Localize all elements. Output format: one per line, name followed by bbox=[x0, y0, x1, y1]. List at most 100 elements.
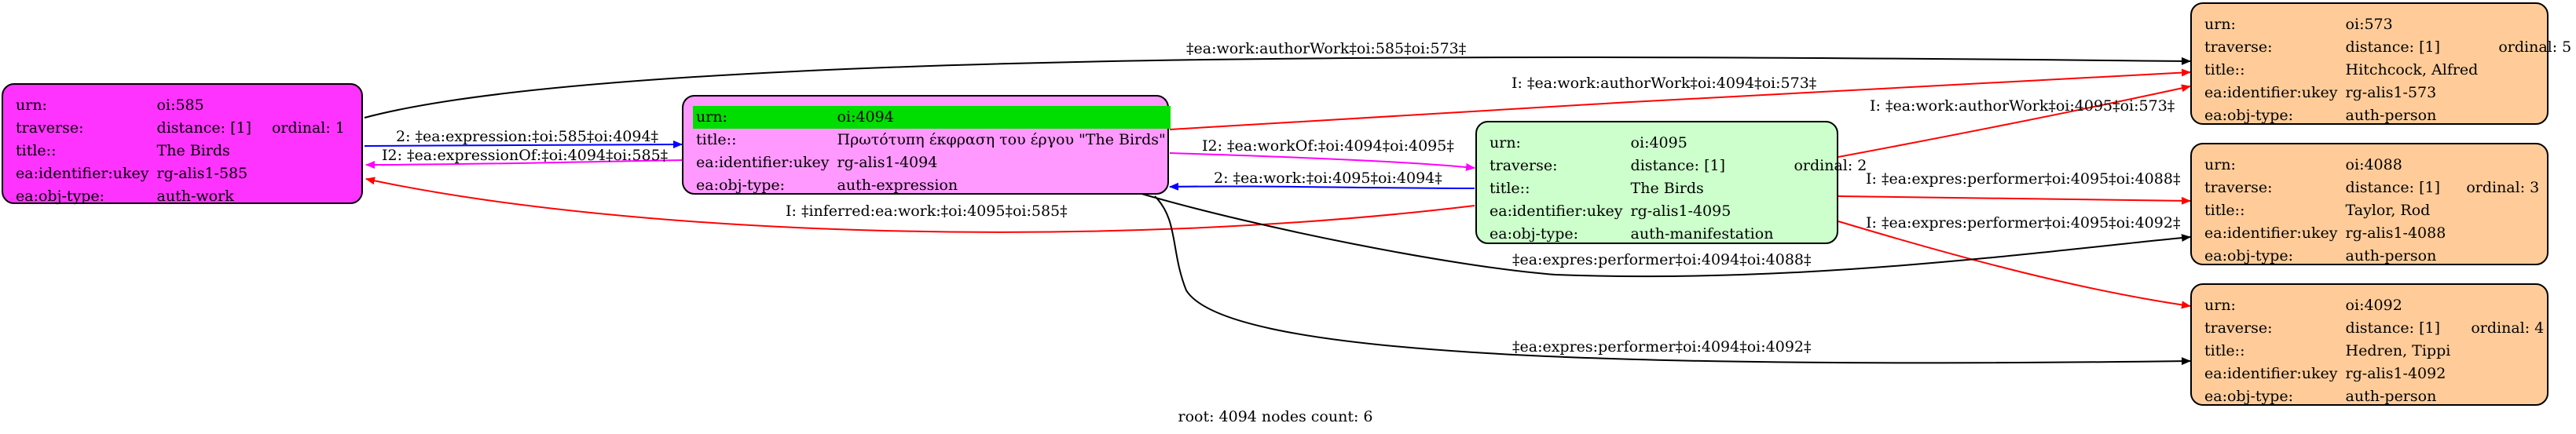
edge-4094-4088 bbox=[1138, 192, 2191, 278]
key-traverse: traverse: bbox=[2204, 38, 2273, 56]
edge-585-4094 bbox=[364, 140, 683, 149]
edge-label-585-573: ‡ea:work:authorWork‡oi:585‡oi:573‡ bbox=[1186, 40, 1467, 57]
key-ukey: ea:identifier:ukey bbox=[696, 154, 830, 171]
key-traverse: traverse: bbox=[16, 119, 84, 137]
key-objtype: ea:obj-type: bbox=[2204, 388, 2294, 405]
edge-label-4094-4092: ‡ea:expres:performer‡oi:4094‡oi:4092‡ bbox=[1512, 338, 1812, 356]
value-urn: oi:4095 bbox=[1630, 134, 1687, 151]
value-title: Taylor, Rod bbox=[2345, 202, 2431, 219]
edge-4094-4095-inv bbox=[1169, 152, 1475, 171]
value-ukey: rg-alis1-585 bbox=[156, 165, 248, 182]
node-oi-4095[interactable]: urn: oi:4095 traverse: distance: [1] ordina… bbox=[1475, 121, 1867, 244]
key-title: title:: bbox=[1490, 180, 1530, 197]
edge-585-573 bbox=[364, 57, 2191, 119]
value-ordinal: ordinal: 4 bbox=[2471, 319, 2545, 337]
key-urn: urn: bbox=[1490, 134, 1521, 151]
edge-label-4094-585: I2: ‡ea:expressionOf:‡oi:4094‡oi:585‡ bbox=[382, 147, 669, 164]
node-fields: urn: oi:585 traverse: distance: [1] ordinal… bbox=[13, 94, 350, 208]
value-traverse: distance: [1] bbox=[1630, 157, 1725, 174]
edge-4095-585-inv bbox=[365, 177, 1475, 233]
edge-label-4094-573: I: ‡ea:work:authorWork‡oi:4094‡oi:573‡ bbox=[1512, 75, 1817, 92]
value-ordinal: ordinal: 1 bbox=[271, 119, 345, 137]
node-oi-4092[interactable]: urn: oi:4092 traverse: distance: [1] ordina… bbox=[2190, 283, 2549, 406]
value-title: Hitchcock, Alfred bbox=[2345, 61, 2479, 78]
node-oi-573[interactable]: urn: oi:573 traverse: distance: [1] ordinal… bbox=[2190, 2, 2571, 125]
value-objtype: auth-expression bbox=[837, 177, 958, 194]
value-urn: oi:4094 bbox=[834, 106, 1171, 129]
key-traverse: traverse: bbox=[2204, 179, 2273, 196]
edge-label-4094-4095: I2: ‡ea:workOf:‡oi:4094‡oi:4095‡ bbox=[1202, 137, 1454, 155]
key-objtype: ea:obj-type: bbox=[696, 177, 786, 194]
value-traverse: distance: [1] bbox=[2345, 319, 2440, 337]
value-title: Hedren, Tippi bbox=[2345, 342, 2451, 359]
value-ordinal: ordinal: 2 bbox=[1794, 157, 1867, 174]
node-fields: urn:oi:4088 traverse:distance: [1]ordina… bbox=[2201, 154, 2544, 268]
value-urn: oi:585 bbox=[156, 97, 204, 114]
key-urn: urn: bbox=[2204, 156, 2236, 173]
key-ukey: ea:identifier:ukey bbox=[16, 165, 149, 182]
edge-label-4094-4088: ‡ea:expres:performer‡oi:4094‡oi:4088‡ bbox=[1512, 251, 1812, 268]
key-title: title:: bbox=[2204, 202, 2245, 219]
value-traverse: distance: [1] bbox=[2345, 179, 2440, 196]
edge-4094-4092 bbox=[1154, 195, 2191, 366]
key-objtype: ea:obj-type: bbox=[16, 188, 105, 205]
edge-4094-573-inv bbox=[1169, 68, 2191, 130]
value-title: The Birds bbox=[1630, 180, 1704, 197]
value-ukey: rg-alis1-4092 bbox=[2345, 365, 2446, 382]
value-title: Πρωτότυπη έκφραση του έργου "The Birds" bbox=[837, 131, 1166, 148]
value-ukey: rg-alis1-4088 bbox=[2345, 224, 2446, 242]
value-traverse: distance: [1] bbox=[156, 119, 251, 137]
key-objtype: ea:obj-type: bbox=[2204, 107, 2294, 124]
edge-label-4095-585: I: ‡inferred:ea:work:‡oi:4095‡oi:585‡ bbox=[786, 202, 1068, 220]
key-urn: urn: bbox=[693, 106, 834, 129]
key-ukey: ea:identifier:ukey bbox=[1490, 202, 1623, 220]
value-ukey: rg-alis1-4094 bbox=[837, 154, 938, 171]
value-ukey: rg-alis1-4095 bbox=[1630, 202, 1731, 220]
value-objtype: auth-person bbox=[2345, 107, 2437, 124]
key-objtype: ea:obj-type: bbox=[2204, 247, 2294, 264]
node-fields: urn: oi:4092 traverse: distance: [1] ordina… bbox=[2201, 294, 2549, 408]
node-fields: urn: oi:573 traverse: distance: [1] ordinal… bbox=[2201, 13, 2576, 127]
key-title: title:: bbox=[16, 142, 57, 159]
value-objtype: auth-person bbox=[2345, 247, 2437, 264]
key-traverse: traverse: bbox=[1490, 157, 1558, 174]
edge-4095-4094 bbox=[1169, 182, 1475, 191]
value-ordinal: ordinal: 5 bbox=[2498, 38, 2572, 56]
edge-label-4095-573: I: ‡ea:work:authorWork‡oi:4095‡oi:573‡ bbox=[1870, 97, 2175, 115]
value-objtype: auth-person bbox=[2345, 388, 2437, 405]
value-urn: oi:4092 bbox=[2345, 297, 2402, 314]
graph-footer: root: 4094 nodes count: 6 bbox=[1178, 408, 1373, 425]
key-urn: urn: bbox=[2204, 16, 2236, 33]
key-traverse: traverse: bbox=[2204, 319, 2273, 337]
node-oi-4088[interactable]: urn:oi:4088 traverse:distance: [1]ordina… bbox=[2190, 143, 2549, 265]
value-ukey: rg-alis1-573 bbox=[2345, 84, 2437, 101]
edge-4095-4092-inv bbox=[1838, 221, 2191, 309]
edge-4095-573-inv bbox=[1838, 84, 2191, 158]
key-ukey: ea:identifier:ukey bbox=[2204, 365, 2338, 382]
key-title: title:: bbox=[2204, 61, 2245, 78]
key-title: title:: bbox=[2204, 342, 2245, 359]
value-objtype: auth-work bbox=[156, 188, 234, 205]
node-fields: urn:oi:4094 title::Πρωτότυπη έκφραση του… bbox=[693, 106, 1171, 197]
value-objtype: auth-manifestation bbox=[1630, 225, 1774, 243]
node-oi-585[interactable]: urn: oi:585 traverse: distance: [1] ordinal… bbox=[2, 83, 363, 205]
key-objtype: ea:obj-type: bbox=[1490, 225, 1579, 243]
node-oi-4094[interactable]: urn:oi:4094 title::Πρωτότυπη έκφραση του… bbox=[682, 95, 1171, 197]
key-urn: urn: bbox=[2204, 297, 2236, 314]
value-urn: oi:573 bbox=[2345, 16, 2393, 33]
key-ukey: ea:identifier:ukey bbox=[2204, 84, 2338, 101]
node-fields: urn: oi:4095 traverse: distance: [1] ordina… bbox=[1486, 132, 1871, 246]
edge-4095-4088-inv bbox=[1838, 195, 2191, 205]
edge-label-585-4094: 2: ‡ea:expression:‡oi:585‡oi:4094‡ bbox=[396, 128, 659, 145]
key-ukey: ea:identifier:ukey bbox=[2204, 224, 2338, 242]
key-title: title:: bbox=[696, 131, 737, 148]
edge-label-4095-4092: I: ‡ea:expres:performer‡oi:4095‡oi:4092‡ bbox=[1866, 214, 2181, 232]
key-urn: urn: bbox=[16, 97, 47, 114]
value-title: The Birds bbox=[156, 142, 230, 159]
edge-label-4095-4094: 2: ‡ea:work:‡oi:4095‡oi:4094‡ bbox=[1214, 170, 1442, 187]
value-ordinal: ordinal: 3 bbox=[2466, 179, 2540, 196]
value-traverse: distance: [1] bbox=[2345, 38, 2440, 56]
edge-label-4095-4088: I: ‡ea:expres:performer‡oi:4095‡oi:4088‡ bbox=[1866, 170, 2181, 188]
edge-4094-585-inv bbox=[365, 159, 683, 169]
